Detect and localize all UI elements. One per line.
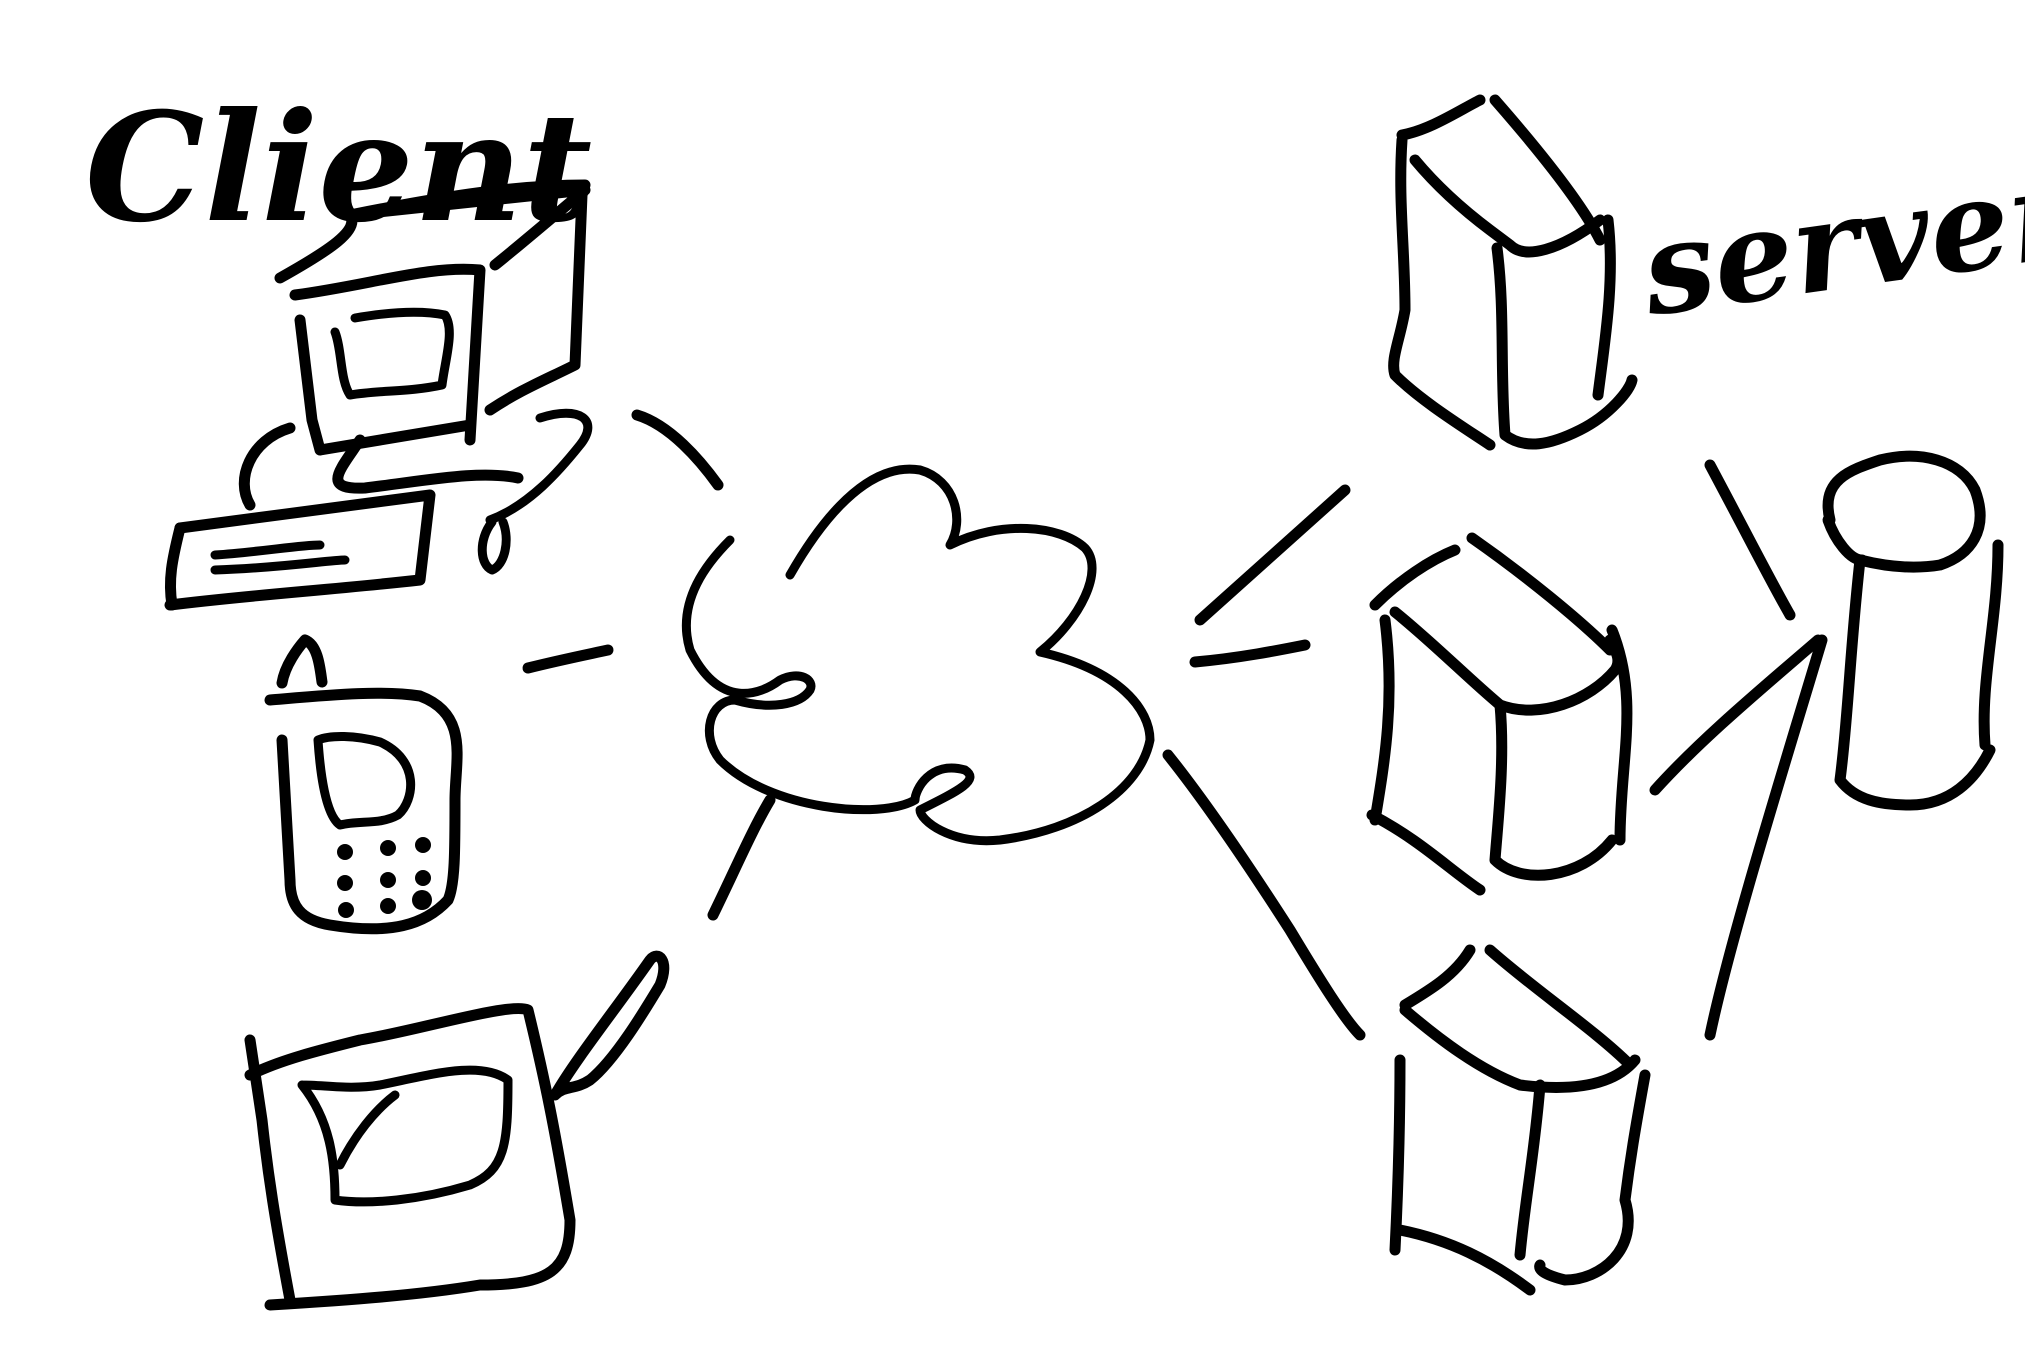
connector-cloud-server-bottom — [1162, 749, 1366, 1041]
connector-cloud-server-mid — [1189, 639, 1311, 668]
database-cylinder-icon — [1822, 450, 2004, 811]
cloud-icon — [681, 464, 1155, 846]
connector-bottom-database — [1704, 634, 1828, 1041]
server-tower-icon — [1366, 532, 1633, 896]
connector-desktop-cloud — [631, 409, 724, 491]
server-tower-icon — [1388, 94, 1638, 451]
laptop-icon — [244, 950, 670, 1311]
connector-phone-cloud — [522, 644, 614, 674]
connector-top-database — [1704, 459, 1796, 621]
desktop-computer-icon — [164, 179, 593, 611]
server-tower-icon — [1389, 944, 1651, 1296]
connector-cloud-server-top — [1194, 484, 1351, 626]
server-label: server — [1633, 139, 2025, 345]
connector-laptop-cloud — [707, 794, 776, 921]
server-connectors — [1162, 459, 1828, 1041]
client-connectors — [522, 409, 776, 921]
connector-mid-database — [1649, 634, 1824, 796]
client-label: Client — [85, 80, 592, 256]
mobile-phone-icon — [264, 634, 463, 935]
